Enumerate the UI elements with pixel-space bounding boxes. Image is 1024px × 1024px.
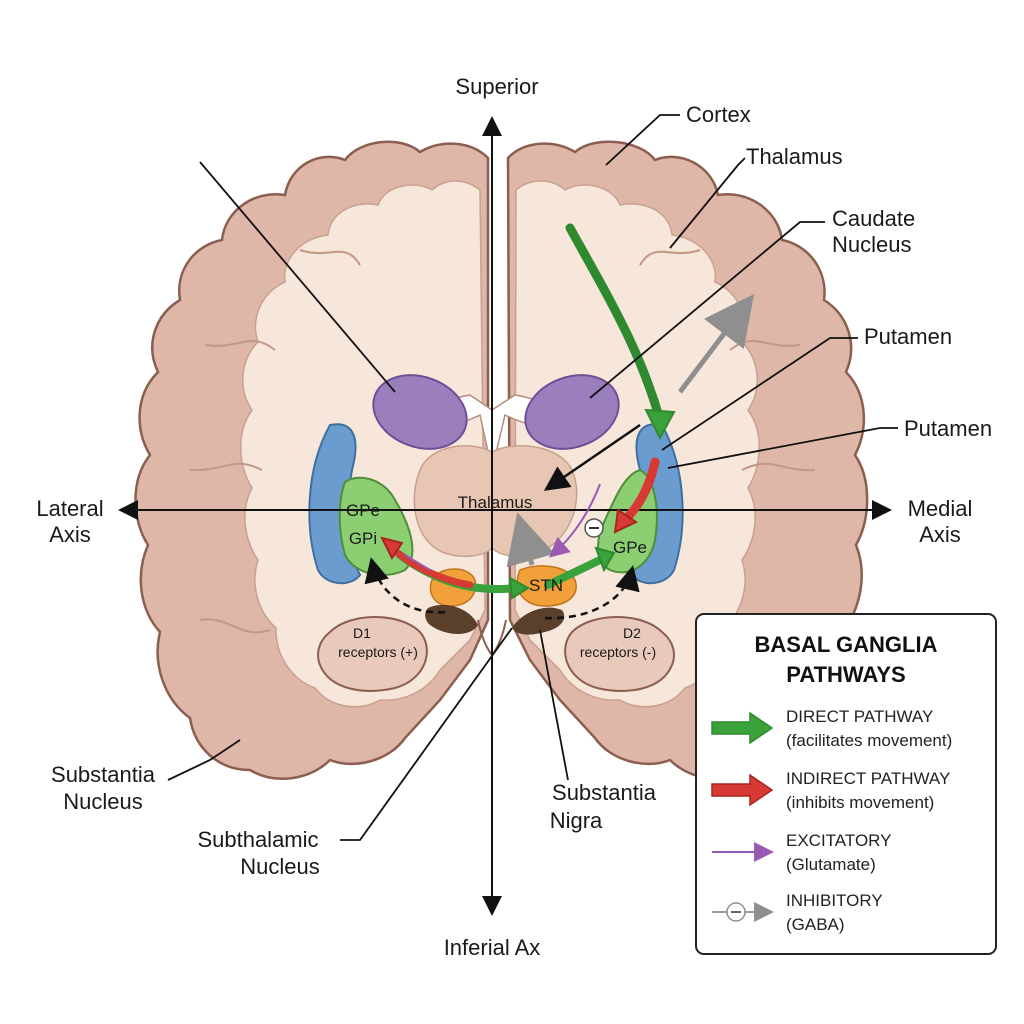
- label-stn: STN: [529, 576, 563, 595]
- label-gpi-left: GPi: [349, 529, 377, 548]
- gyrus-line: [204, 340, 276, 351]
- legend-indirect-line2: (inhibits movement): [786, 793, 934, 812]
- label-medial-1: Medial: [908, 496, 973, 521]
- direct-arrowhead: [644, 408, 676, 441]
- label-d2-1: D2: [623, 625, 641, 641]
- label-thalamus: Thalamus: [458, 493, 533, 512]
- label-caudate-2: Nucleus: [832, 232, 911, 257]
- direct-pathway-arrow-cortex: [565, 223, 665, 425]
- legend-box: [695, 613, 997, 955]
- gyrus-line: [189, 462, 263, 472]
- substantia-nigra-leader: [539, 629, 569, 781]
- label-superior: Superior: [455, 74, 538, 99]
- putamen1-leader: [661, 337, 858, 451]
- legend-excitatory-line1: EXCITATORY: [786, 831, 892, 850]
- left-white-matter: [240, 180, 486, 708]
- left-hemisphere: [134, 140, 490, 780]
- label-caudate-1: Caudate: [832, 206, 915, 231]
- gyrus-line: [299, 249, 361, 266]
- substantia-nucleus-leader: [167, 739, 241, 781]
- legend-direct-line2: (facilitates movement): [786, 731, 952, 750]
- legend-direct-icon: [711, 711, 774, 745]
- legend-excitatory-line2: (Glutamate): [786, 855, 876, 874]
- substantia-nigra-right: [512, 607, 565, 635]
- putamen2-leader: [667, 427, 898, 469]
- gyrus-line: [741, 462, 816, 472]
- direct-arrowhead: [508, 576, 530, 600]
- dopamine-arrow-right: [544, 565, 640, 620]
- excitatory-inhib-tick: [404, 554, 431, 571]
- indirect-arrowhead: [613, 508, 639, 534]
- legend-indirect-icon: [711, 773, 774, 807]
- label-substantia-nucleus-1: Substantia: [51, 762, 156, 787]
- label-putamen-1: Putamen: [864, 324, 952, 349]
- legend-inhibitory-line1: INHIBITORY: [786, 891, 883, 910]
- label-thalamus-top: Thalamus: [746, 144, 843, 169]
- left-temporal-pocket: [317, 616, 428, 692]
- caudate-leader: [589, 221, 825, 399]
- gyrus-line: [639, 249, 701, 266]
- right-temporal-pocket: [564, 616, 675, 692]
- label-inferior: Inferial Ax: [444, 935, 541, 960]
- label-gpe-left: GPe: [346, 501, 380, 520]
- label-gpe-right: GPe: [613, 538, 647, 557]
- legend-inhibitory-line2: (GABA): [786, 915, 845, 934]
- legend-direct-line1: DIRECT PATHWAY: [786, 707, 933, 726]
- label-cortex: Cortex: [686, 102, 751, 127]
- cortex-leader: [605, 114, 680, 166]
- label-medial-2: Axis: [919, 522, 961, 547]
- legend-title-1: BASAL GANGLIA: [755, 632, 938, 657]
- label-d1-2: receptors (+): [338, 644, 418, 660]
- grey-arrow-up-right: [678, 294, 755, 394]
- legend: BASAL GANGLIA PATHWAYS DIRECT PATHWAY (f…: [695, 613, 997, 955]
- excitatory-arrow: [548, 483, 601, 558]
- caudate-left: [372, 374, 468, 450]
- direct-arrowhead: [594, 546, 616, 573]
- callout-lines: [167, 114, 898, 841]
- left-diagonal-leader: [199, 161, 396, 393]
- label-lateral-2: Axis: [49, 522, 91, 547]
- gyrus-line: [199, 618, 271, 634]
- label-substantia-nucleus-2: Nucleus: [63, 789, 142, 814]
- grey-arrow-stn-thalamus: [506, 512, 555, 568]
- legend-title-2: PATHWAYS: [786, 662, 905, 687]
- label-substantia-nigra-2: Nigra: [550, 808, 603, 833]
- black-arrow-thalamus: [543, 423, 641, 491]
- label-substantia-nigra-1: Substantia: [552, 780, 657, 805]
- thalamus-top-leader: [669, 157, 746, 249]
- indirect-arrowhead: [380, 536, 404, 560]
- label-d2-2: receptors (-): [580, 644, 656, 660]
- indirect-pathway-arrow-putamen: [620, 457, 660, 525]
- indirect-pathway-arrow-gpi: [388, 544, 474, 589]
- dopamine-arrow-left: [364, 557, 446, 614]
- label-subthalamic-1: Subthalamic: [197, 827, 318, 852]
- legend-indirect-line1: INDIRECT PATHWAY: [786, 769, 950, 788]
- label-lateral-1: Lateral: [36, 496, 103, 521]
- subthalamic-leader: [340, 627, 513, 841]
- label-d1-1: D1: [353, 625, 371, 641]
- label-subthalamic-2: Nucleus: [240, 854, 319, 879]
- label-putamen-2: Putamen: [904, 416, 992, 441]
- direct-pathway-arrow-stn-gpe: [544, 556, 604, 589]
